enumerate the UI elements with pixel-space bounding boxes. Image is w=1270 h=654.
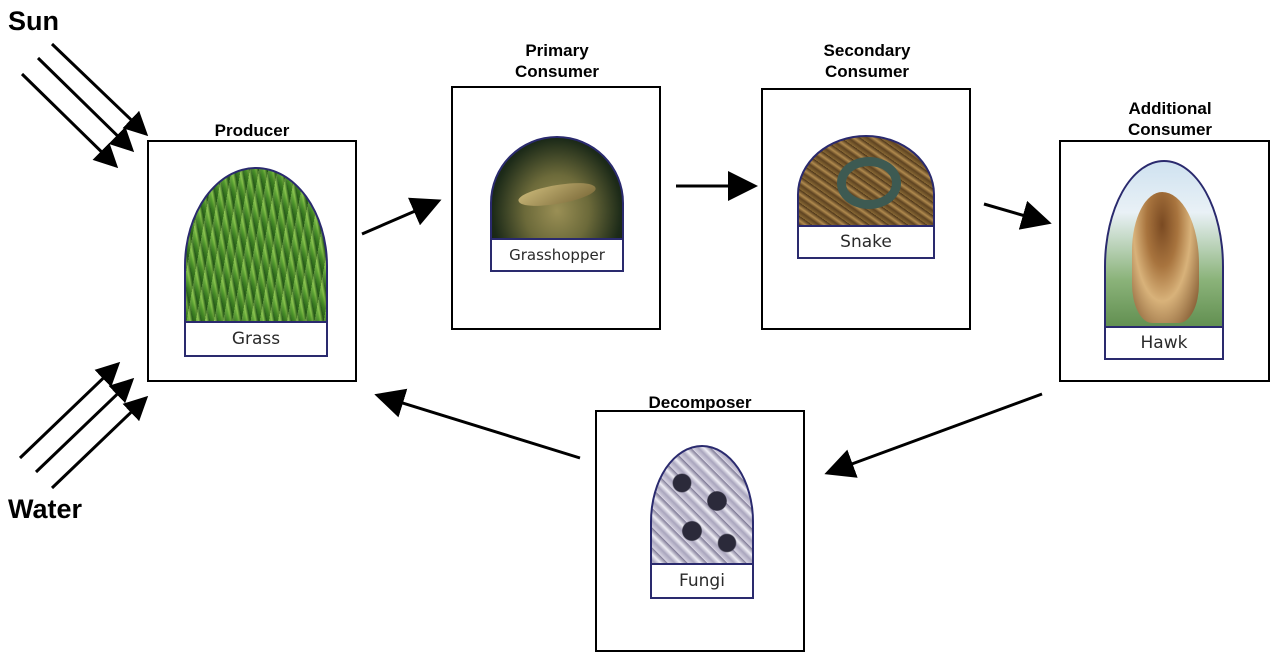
primary-consumer-box: Grasshopper [451,86,661,330]
fungi-image [650,445,754,569]
snake-image [797,135,935,231]
flow-arrow-producer-to-primary [361,197,442,236]
sun-label: Sun [8,6,59,36]
grass-image [184,167,328,327]
hawk-image [1104,160,1224,332]
secondary-consumer-box: Snake [761,88,971,330]
producer-organism-label: Grass [184,321,328,357]
flow-arrow-decomposer-to-producer [374,388,581,460]
flow-arrow-secondary-to-additional [983,200,1052,230]
secondary-consumer-card: Snake [797,135,935,259]
water-arrow [34,377,135,474]
additional-role-label: Additional Consumer [1127,99,1213,139]
sun-ray-arrow [20,72,119,169]
decomposer-role-label: Decomposer [648,393,752,412]
sun-ray-arrow [36,56,135,153]
decomposer-organism-label: Fungi [650,563,754,599]
secondary-organism-label: Snake [797,225,935,259]
sun-ray-arrow [50,42,149,137]
flow-arrow-additional-to-decomposer [824,392,1043,478]
producer-card: Grass [184,167,328,357]
producer-box: Grass [147,140,357,382]
water-arrow [50,395,149,490]
water-label: Water [8,494,83,524]
additional-consumer-box: Hawk [1059,140,1270,382]
primary-organism-label: Grasshopper [490,238,624,272]
primary-consumer-card: Grasshopper [490,136,624,272]
primary-role-label: Primary Consumer [514,41,600,81]
secondary-role-label: Secondary Consumer [823,41,911,81]
water-arrow [18,361,121,460]
decomposer-box: Fungi [595,410,805,652]
decomposer-card: Fungi [650,445,754,599]
producer-role-label: Producer [214,121,290,140]
grasshopper-image [490,136,624,244]
additional-consumer-card: Hawk [1104,160,1224,360]
additional-organism-label: Hawk [1104,326,1224,360]
